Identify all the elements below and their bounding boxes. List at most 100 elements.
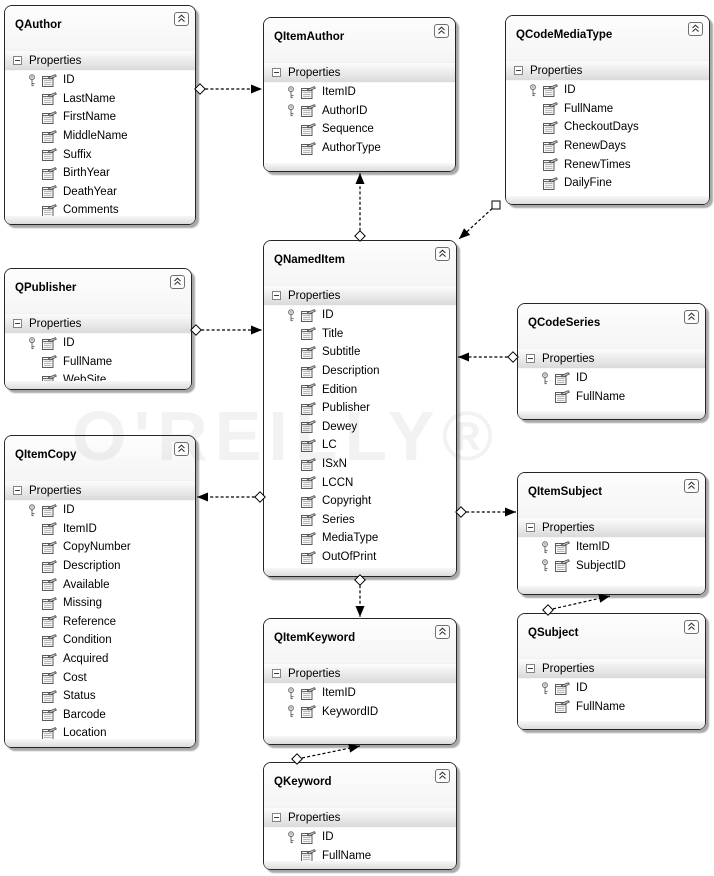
property-row[interactable]: ID: [5, 501, 195, 520]
entity-header[interactable]: QItemKeyword: [264, 619, 456, 663]
entity-qpublisher[interactable]: QPublisherPropertiesIDFullNameWebSite: [4, 268, 192, 390]
property-row[interactable]: Copyright: [264, 492, 456, 511]
property-row[interactable]: Sequence: [264, 120, 455, 139]
property-row[interactable]: Missing: [5, 594, 195, 613]
property-row[interactable]: Subtitle: [264, 343, 456, 362]
collapse-button[interactable]: [435, 769, 450, 783]
property-row[interactable]: OutOfPrint: [264, 548, 456, 567]
property-row[interactable]: DailyFine: [506, 174, 709, 193]
entity-header[interactable]: QCodeMediaType: [506, 16, 709, 60]
property-row[interactable]: ID: [518, 679, 705, 698]
property-row[interactable]: RenewTimes: [506, 155, 709, 174]
property-row[interactable]: FullName: [5, 353, 191, 372]
property-row[interactable]: SubjectID: [518, 557, 705, 576]
entity-header[interactable]: QNamedItem: [264, 241, 456, 285]
entity-header[interactable]: QCodeSeries: [518, 304, 705, 348]
property-row[interactable]: FullName: [518, 698, 705, 717]
properties-section-header[interactable]: Properties: [5, 480, 195, 501]
property-row[interactable]: Dewey: [264, 418, 456, 437]
property-row[interactable]: Comments: [5, 201, 195, 220]
properties-section-header[interactable]: Properties: [264, 807, 456, 828]
connector-qnameditem-qitemsubject[interactable]: [455, 506, 516, 518]
property-row[interactable]: Acquired: [5, 650, 195, 669]
entity-header[interactable]: QAuthor: [5, 6, 195, 50]
properties-section-header[interactable]: Properties: [518, 658, 705, 679]
property-row[interactable]: ID: [506, 81, 709, 100]
property-row[interactable]: RenewDays: [506, 137, 709, 156]
properties-section-header[interactable]: Properties: [264, 285, 456, 306]
properties-section-header[interactable]: Properties: [264, 663, 456, 684]
property-row[interactable]: DeathYear: [5, 183, 195, 202]
property-row[interactable]: AuthorType: [264, 139, 455, 158]
property-row[interactable]: MiddleName: [5, 127, 195, 146]
properties-section-header[interactable]: Properties: [518, 517, 705, 538]
property-row[interactable]: FullName: [506, 100, 709, 119]
property-row[interactable]: ISxN: [264, 455, 456, 474]
collapse-button[interactable]: [684, 310, 699, 324]
entity-header[interactable]: QSubject: [518, 614, 705, 658]
property-row[interactable]: ID: [5, 334, 191, 353]
property-row[interactable]: MediaType: [264, 529, 456, 548]
connector-qnameditem-qitemcopy[interactable]: [197, 491, 266, 503]
property-row[interactable]: CheckoutDays: [506, 118, 709, 137]
property-row[interactable]: Title: [264, 325, 456, 344]
property-row[interactable]: KeywordID: [264, 703, 456, 722]
property-row[interactable]: Status: [5, 687, 195, 706]
entity-header[interactable]: QItemSubject: [518, 473, 705, 517]
collapse-button[interactable]: [435, 247, 450, 261]
connector-qnameditem-qitemkeyword[interactable]: [354, 574, 366, 617]
property-row[interactable]: FullName: [518, 388, 705, 407]
property-row[interactable]: LCCN: [264, 473, 456, 492]
collapse-button[interactable]: [434, 24, 449, 38]
collapse-button[interactable]: [688, 22, 703, 36]
property-row[interactable]: Description: [264, 362, 456, 381]
property-row[interactable]: FirstName: [5, 108, 195, 127]
property-row[interactable]: ID: [264, 306, 456, 325]
property-row[interactable]: Series: [264, 511, 456, 530]
entity-header[interactable]: QItemAuthor: [264, 18, 455, 62]
property-row[interactable]: Publisher: [264, 399, 456, 418]
property-row[interactable]: AuthorID: [264, 102, 455, 121]
property-row[interactable]: LastName: [5, 90, 195, 109]
property-row[interactable]: ID: [264, 828, 456, 847]
property-row[interactable]: Available: [5, 575, 195, 594]
property-row[interactable]: ID: [5, 71, 195, 90]
entity-header[interactable]: QPublisher: [5, 269, 191, 313]
property-row[interactable]: ItemID: [264, 684, 456, 703]
connector-qcodemediatype-qnameditem[interactable]: [458, 200, 501, 240]
property-row[interactable]: CopyNumber: [5, 538, 195, 557]
property-row[interactable]: ItemID: [264, 83, 455, 102]
properties-section-header[interactable]: Properties: [5, 313, 191, 334]
property-row[interactable]: BirthYear: [5, 164, 195, 183]
connector-qauthor-qitemauthor[interactable]: [194, 83, 262, 95]
property-row[interactable]: Condition: [5, 631, 195, 650]
property-row[interactable]: Cost: [5, 668, 195, 687]
property-row[interactable]: Description: [5, 557, 195, 576]
entity-header[interactable]: QKeyword: [264, 763, 456, 807]
properties-section-header[interactable]: Properties: [5, 50, 195, 71]
properties-section-header[interactable]: Properties: [518, 348, 705, 369]
property-row[interactable]: Barcode: [5, 706, 195, 725]
collapse-button[interactable]: [170, 275, 185, 289]
entity-header[interactable]: QItemCopy: [5, 436, 195, 480]
property-row[interactable]: LC: [264, 436, 456, 455]
property-row[interactable]: Reference: [5, 613, 195, 632]
property-row[interactable]: Location: [5, 724, 195, 743]
collapse-button[interactable]: [435, 625, 450, 639]
properties-section-header[interactable]: Properties: [264, 62, 455, 83]
collapse-button[interactable]: [684, 620, 699, 634]
property-row[interactable]: ItemID: [5, 520, 195, 539]
property-row[interactable]: Edition: [264, 380, 456, 399]
connector-qcodeseries-qnameditem[interactable]: [458, 351, 519, 363]
properties-section-header[interactable]: Properties: [506, 60, 709, 81]
